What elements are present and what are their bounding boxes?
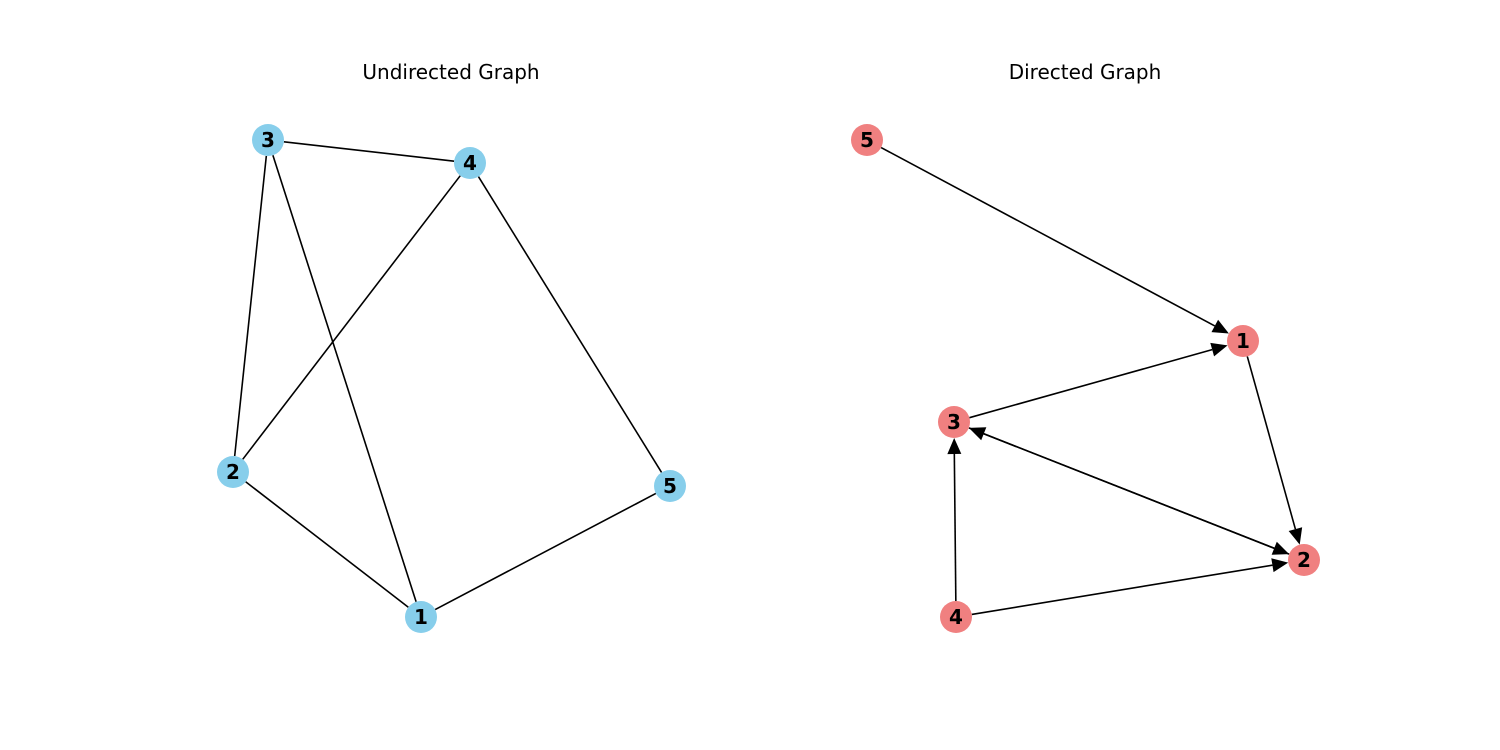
- directed-node-3: 3: [938, 406, 970, 438]
- directed-node-2-circle: [1288, 544, 1320, 576]
- undirected-node-3-circle: [252, 124, 284, 156]
- undirected-graph-panel: Undirected Graph: [362, 60, 539, 84]
- undirected-node-3: 3: [252, 124, 284, 156]
- undirected-node-3-label: 3: [261, 128, 275, 152]
- directed-node-4: 4: [940, 601, 972, 633]
- directed-node-1: 1: [1227, 325, 1259, 357]
- directed-edge-5-to-1: [880, 146, 1216, 327]
- undirected-node-1: 1: [405, 601, 437, 633]
- directed-node-1-circle: [1227, 325, 1259, 357]
- directed-arrowhead-3-to-1: [1210, 342, 1228, 357]
- undirected-node-5-label: 5: [663, 474, 677, 498]
- directed-node-4-label: 4: [949, 605, 963, 629]
- directed-arrowhead-5-to-1: [1211, 319, 1229, 334]
- directed-node-2: 2: [1288, 544, 1320, 576]
- undirected-edge-3-4: [283, 141, 455, 162]
- undirected-graph-title: Undirected Graph: [362, 60, 540, 84]
- undirected-node-4: 4: [454, 147, 486, 179]
- undirected-node-2: 2: [217, 456, 249, 488]
- directed-arrowhead-3-to-2: [1271, 541, 1290, 555]
- undirected-node-5: 5: [654, 470, 686, 502]
- undirected-node-4-circle: [454, 147, 486, 179]
- directed-node-4-circle: [940, 601, 972, 633]
- undirected-node-5-circle: [654, 470, 686, 502]
- directed-node-2-label: 2: [1297, 548, 1311, 572]
- directed-arrowhead-2-to-3: [968, 427, 987, 441]
- directed-node-5-label: 5: [860, 128, 874, 152]
- directed-arrowhead-1-to-2: [1288, 527, 1303, 545]
- undirected-node-1-label: 1: [414, 605, 428, 629]
- undirected-edge-4-5: [477, 176, 663, 473]
- undirected-node-2-label: 2: [226, 460, 240, 484]
- directed-edge-3-to-1: [969, 348, 1213, 419]
- directed-node-3-circle: [938, 406, 970, 438]
- directed-graph-title: Directed Graph: [1008, 60, 1162, 84]
- directed-node-3-label: 3: [947, 410, 961, 434]
- directed-node-5-circle: [851, 124, 883, 156]
- directed-edge-4-to-2: [971, 564, 1273, 616]
- directed-graph-panel: Directed Graph: [750, 0, 1500, 750]
- undirected-edge-3-2: [233, 155, 268, 457]
- directed-arrowhead-4-to-2: [1271, 558, 1289, 573]
- undirected-edge-4-2: [242, 175, 461, 460]
- undirected-node-2-circle: [217, 456, 249, 488]
- directed-edge-4-to-3: [953, 453, 957, 602]
- directed-edge-1-to-2: [1246, 356, 1297, 530]
- directed-edge-2-to-3: [983, 432, 1290, 555]
- undirected-node-4-label: 4: [463, 151, 477, 175]
- undirected-edge-2-1: [245, 481, 409, 608]
- undirected-edge-3-1: [272, 154, 417, 603]
- undirected-node-1-circle: [405, 601, 437, 633]
- directed-node-1-label: 1: [1236, 329, 1250, 353]
- directed-arrowhead-4-to-3: [947, 437, 962, 455]
- directed-node-5: 5: [851, 124, 883, 156]
- undirected-edge-1-5: [434, 492, 657, 611]
